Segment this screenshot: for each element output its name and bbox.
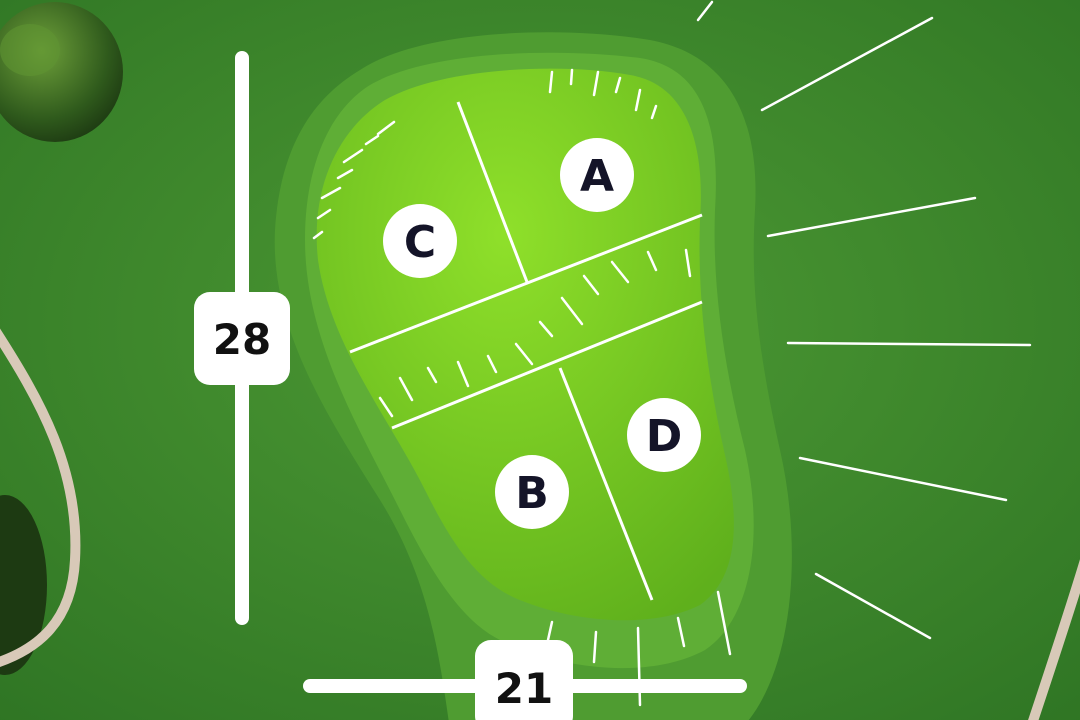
zone-label-d: D bbox=[646, 411, 683, 462]
zone-divider bbox=[456, 101, 529, 283]
tree-icon bbox=[0, 495, 47, 675]
zone-label-c: C bbox=[404, 217, 436, 268]
zone-marker-b[interactable]: B bbox=[495, 455, 569, 529]
depth-label: 28 bbox=[213, 315, 271, 364]
depth-badge: 28 bbox=[194, 292, 290, 385]
zone-marker-c[interactable]: C bbox=[383, 204, 457, 278]
tier-line bbox=[391, 300, 703, 430]
zone-marker-d[interactable]: D bbox=[627, 398, 701, 472]
width-badge: 21 bbox=[475, 640, 573, 720]
green-tick-marks bbox=[312, 68, 732, 707]
zone-divider bbox=[558, 367, 654, 601]
tree-icon bbox=[0, 2, 123, 142]
zone-label-a: A bbox=[580, 151, 614, 202]
zone-label-b: B bbox=[515, 468, 549, 519]
distance-lines bbox=[696, 0, 1032, 640]
tier-line bbox=[349, 213, 703, 354]
width-label: 21 bbox=[495, 664, 553, 713]
cart-path bbox=[0, 328, 81, 667]
cart-path bbox=[1028, 559, 1080, 720]
zone-marker-a[interactable]: A bbox=[560, 138, 634, 212]
